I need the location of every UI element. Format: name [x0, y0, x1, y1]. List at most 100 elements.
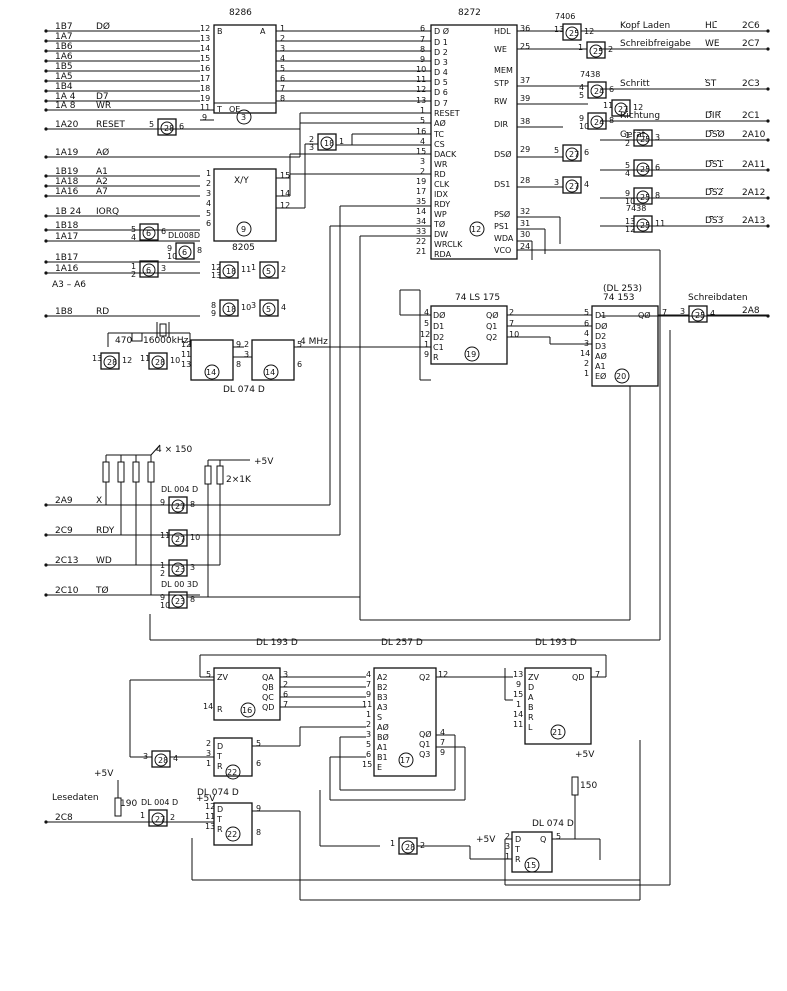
svg-text:6: 6 — [283, 690, 288, 699]
svg-text:3: 3 — [366, 730, 371, 739]
svg-text:8: 8 — [280, 94, 285, 103]
svg-text:DSØ: DSØ — [705, 129, 725, 140]
svg-text:1B18: 1B18 — [55, 221, 79, 231]
gate-pin: 3 — [655, 133, 660, 142]
svg-text:ZV: ZV — [528, 673, 539, 682]
svg-text:1A17: 1A17 — [55, 232, 78, 242]
svg-text:D: D — [515, 835, 521, 844]
gate-pin: 13 — [92, 354, 102, 363]
svg-text:17: 17 — [416, 187, 426, 196]
svg-text:1A16: 1A16 — [55, 187, 79, 197]
svg-text:DØ: DØ — [433, 310, 445, 320]
gate-pin: 12 — [211, 263, 221, 272]
left-signal-15: 1B18 — [44, 221, 200, 232]
svg-text:17: 17 — [200, 74, 210, 83]
svg-text:7: 7 — [595, 670, 600, 679]
svg-text:15: 15 — [416, 147, 426, 156]
gate-unit: 28 — [107, 358, 117, 367]
ic-dl193-a-title: DL 193 D — [256, 638, 298, 648]
svg-text:WR: WR — [96, 101, 111, 111]
note-a3a6: A3 – A6 — [52, 280, 86, 290]
svg-text:1B 24: 1B 24 — [55, 207, 81, 217]
svg-text:DIR: DIR — [705, 111, 721, 121]
svg-text:5: 5 — [206, 670, 211, 679]
svg-text:15: 15 — [526, 861, 536, 870]
ic-22b-title: DL 074 D — [197, 788, 239, 798]
svg-text:RD: RD — [96, 307, 109, 317]
svg-text:WP: WP — [434, 210, 447, 219]
svg-text:9: 9 — [241, 225, 246, 234]
gate-pin: 4 — [584, 180, 589, 189]
svg-text:1A16: 1A16 — [55, 264, 79, 274]
svg-text:AØ: AØ — [595, 351, 607, 361]
svg-text:9: 9 — [366, 690, 371, 699]
gate-title: DL008D — [168, 231, 200, 240]
svg-text:Schreibfreigabe: Schreibfreigabe — [620, 39, 691, 49]
svg-text:3: 3 — [206, 749, 211, 758]
svg-text:19: 19 — [200, 94, 210, 103]
left-signal-17: 1B17 — [44, 253, 200, 264]
note-v5-e: +5V — [476, 835, 496, 845]
svg-text:16: 16 — [416, 127, 426, 136]
svg-text:WR: WR — [434, 160, 448, 169]
svg-text:WE: WE — [705, 39, 720, 49]
svg-text:RDY: RDY — [434, 200, 450, 209]
svg-text:Schreibdaten: Schreibdaten — [688, 293, 748, 303]
svg-text:12: 12 — [471, 225, 481, 234]
svg-text:B: B — [217, 27, 223, 36]
svg-text:7: 7 — [420, 35, 425, 44]
svg-text:11: 11 — [416, 75, 426, 84]
ic-22b-body — [213, 802, 253, 846]
svg-text:A: A — [528, 693, 534, 702]
svg-text:28: 28 — [520, 176, 530, 185]
note-resnet: 4 × 150 — [156, 445, 192, 455]
svg-text:R: R — [433, 353, 439, 362]
svg-text:11: 11 — [181, 350, 191, 359]
svg-text:24: 24 — [520, 242, 530, 251]
svg-text:1: 1 — [206, 169, 211, 178]
svg-text:1: 1 — [424, 340, 429, 349]
svg-text:D1: D1 — [433, 322, 444, 331]
svg-text:4: 4 — [420, 137, 425, 146]
svg-text:R: R — [528, 713, 534, 722]
gate-pin: 1 — [131, 262, 136, 271]
svg-text:2: 2 — [283, 680, 288, 689]
svg-text:1B4: 1B4 — [55, 82, 73, 92]
svg-text:7: 7 — [283, 700, 288, 709]
svg-text:8: 8 — [256, 828, 261, 837]
svg-text:CS: CS — [434, 140, 445, 149]
gate-pin: 12 — [633, 103, 643, 112]
svg-text:QA: QA — [262, 673, 274, 682]
svg-text:12: 12 — [438, 670, 448, 679]
svg-text:QD: QD — [572, 673, 584, 682]
left-signal-2: 1B6 — [44, 42, 200, 53]
svg-text:D2: D2 — [433, 333, 444, 342]
svg-text:1B7: 1B7 — [55, 22, 73, 32]
svg-text:32: 32 — [520, 207, 530, 216]
svg-text:12: 12 — [416, 85, 426, 94]
gate-unit: 28 — [158, 756, 168, 765]
svg-text:14: 14 — [280, 189, 290, 198]
svg-text:BØ: BØ — [377, 732, 389, 742]
svg-text:1A20: 1A20 — [55, 120, 79, 130]
note-v5-b: +5V — [94, 769, 114, 779]
svg-text:D 6: D 6 — [434, 88, 448, 97]
svg-text:ZV: ZV — [217, 673, 228, 682]
svg-text:C1: C1 — [433, 343, 444, 352]
svg-text:DØ: DØ — [96, 21, 110, 32]
svg-text:AØ: AØ — [377, 722, 389, 732]
gate-pin: 11 — [655, 219, 665, 228]
svg-text:EØ: EØ — [595, 371, 606, 381]
